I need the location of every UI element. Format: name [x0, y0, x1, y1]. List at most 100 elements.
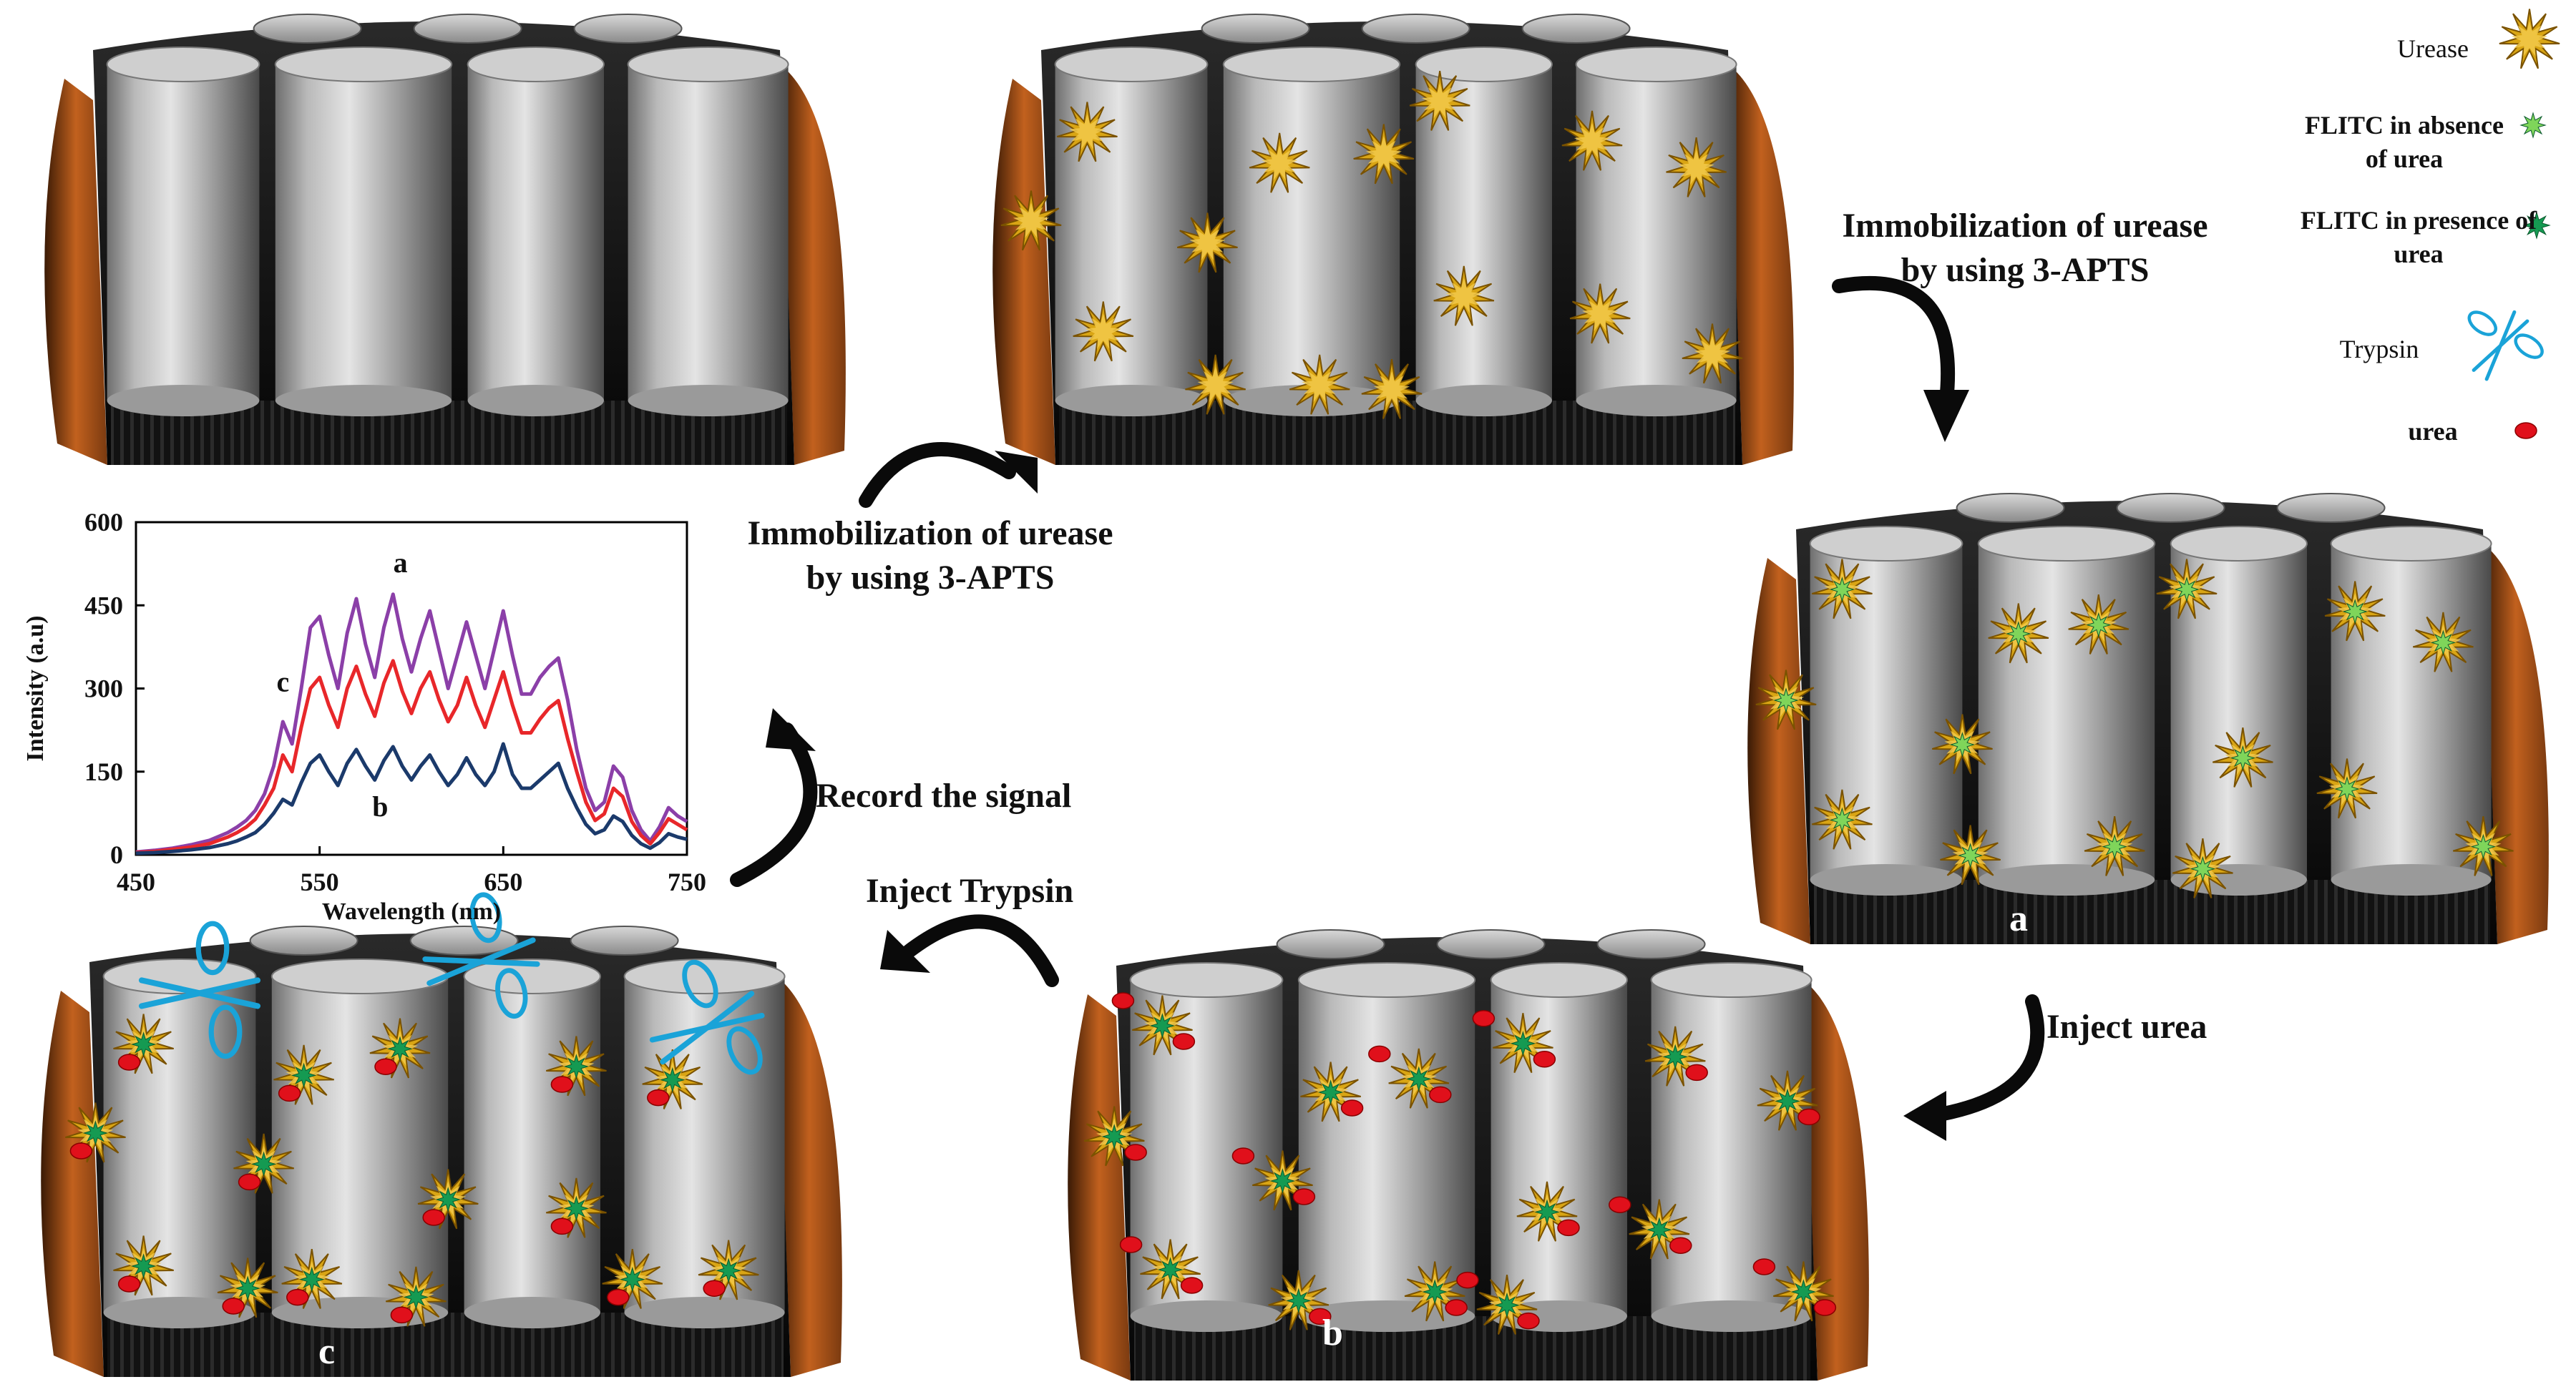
urea-icon — [1340, 1099, 1364, 1117]
cylinder-bottom — [1978, 864, 2155, 896]
trypsin-icon — [422, 892, 540, 1019]
urea-icon — [69, 1142, 93, 1160]
flitc-absence-icon — [2334, 776, 2360, 802]
urea-icon — [1119, 1236, 1143, 1253]
urea-icon — [278, 1084, 301, 1102]
urea-icon — [1517, 1312, 1540, 1330]
stage-label-b: b — [1322, 1313, 1343, 1353]
urea-icon — [1752, 1258, 1776, 1275]
curve-label-b: b — [372, 790, 388, 823]
flitc-presence-icon — [235, 1275, 260, 1301]
top-cap — [1361, 14, 1470, 44]
step-label-record-signal: Record the signal — [816, 777, 1072, 815]
legend-urease-icon — [2499, 9, 2560, 69]
urea-icon — [238, 1173, 261, 1191]
cylinder-bottom — [464, 1297, 600, 1328]
cylinder-top — [1977, 526, 2156, 562]
y-tick-label: 600 — [84, 508, 123, 536]
cylinder — [1223, 64, 1400, 401]
cylinder-top — [270, 959, 449, 994]
cylinder-top — [1222, 46, 1401, 82]
step-label-inject-urea: Inject urea — [2046, 1008, 2207, 1046]
unit-bare-membrane — [44, 14, 846, 465]
urease-icon — [1057, 102, 1118, 162]
urea-icon — [222, 1298, 245, 1315]
flitc-presence-icon — [1790, 1279, 1817, 1305]
flitc-absence-icon — [2230, 745, 2256, 771]
flitc-absence-icon — [2102, 833, 2127, 860]
cylinder-bottom — [624, 1297, 785, 1328]
urea-icon — [550, 1217, 574, 1235]
urea-icon — [703, 1280, 726, 1297]
arrow-immobilization-top — [1832, 276, 1969, 442]
urea-icon — [607, 1288, 630, 1306]
urea-icon — [550, 1076, 574, 1093]
urease-icon — [1249, 132, 1310, 193]
base-side-right — [780, 64, 846, 465]
flitc-absence-icon — [1957, 843, 1984, 868]
base-side-left — [41, 991, 104, 1377]
legend-urea-label: urea — [2408, 417, 2458, 446]
flitc-absence-icon — [2174, 577, 2200, 602]
urease-icon — [1569, 283, 1631, 344]
base-side-right — [1803, 980, 1869, 1381]
cylinder-bottom — [275, 385, 452, 416]
cylinder-bottom — [1810, 864, 1963, 896]
arrow-record-signal — [730, 708, 818, 887]
urease-icon — [1666, 137, 1727, 197]
urease-icon — [1682, 323, 1743, 384]
cylinder — [107, 64, 260, 401]
urease-icon — [1289, 354, 1350, 415]
flitc-absence-icon — [2086, 612, 2112, 638]
unit-c-trypsin — [41, 892, 842, 1377]
urea-icon — [1456, 1271, 1479, 1289]
base-side-right — [776, 976, 842, 1377]
cylinder-top — [2330, 526, 2492, 562]
urease-icon — [1561, 110, 1623, 171]
base-side-left — [1068, 994, 1131, 1381]
step-label-inject-trypsin: Inject Trypsin — [866, 872, 1074, 910]
series-line-a — [135, 592, 688, 854]
unit-b-urea — [1068, 929, 1869, 1381]
cylinder-top — [274, 46, 453, 82]
flitc-presence-icon — [716, 1258, 741, 1283]
urea-icon — [1813, 1299, 1837, 1316]
top-cap — [1436, 929, 1546, 959]
top-cap — [2116, 493, 2225, 523]
base-side-left — [992, 79, 1055, 465]
flitc-presence-icon — [1101, 1124, 1127, 1150]
base-side-right — [1728, 64, 1794, 465]
stage-label-a: a — [2009, 898, 2028, 939]
urea-icon — [1111, 992, 1135, 1009]
urea-icon — [647, 1089, 670, 1107]
cylinder-bottom — [467, 385, 604, 416]
urea-icon — [286, 1288, 309, 1306]
urea-icon — [1533, 1051, 1556, 1068]
y-axis-label: Intensity (a.u) — [22, 615, 49, 761]
flitc-presence-icon — [1775, 1088, 1800, 1114]
top-cap — [1276, 929, 1385, 959]
flitc-presence-icon — [620, 1266, 645, 1293]
cylinder-top — [2170, 526, 2308, 562]
x-tick-label: 550 — [301, 868, 339, 896]
urea-icon — [117, 1054, 141, 1071]
flitc-presence-icon — [563, 1054, 590, 1079]
cylinder-bottom — [1055, 385, 1208, 416]
urea-icon — [1368, 1045, 1391, 1063]
urease-icon — [1073, 301, 1134, 362]
y-tick-label: 450 — [84, 591, 123, 619]
urease-icon — [1361, 358, 1423, 419]
urea-icon — [1797, 1108, 1820, 1126]
top-cap — [1521, 14, 1631, 44]
trypsin-icon — [649, 959, 765, 1075]
cylinder-bottom — [1576, 385, 1737, 416]
flitc-presence-icon — [403, 1284, 429, 1310]
cylinder-top — [106, 46, 260, 82]
urease-icon — [1000, 190, 1062, 251]
cylinder-top — [467, 46, 605, 82]
top-cap — [1201, 14, 1310, 44]
cylinder-bottom — [1651, 1300, 1812, 1332]
legend-urea-icon — [2514, 422, 2537, 439]
arrow-inject-urea — [1903, 994, 2045, 1141]
x-tick-label: 750 — [668, 868, 706, 896]
